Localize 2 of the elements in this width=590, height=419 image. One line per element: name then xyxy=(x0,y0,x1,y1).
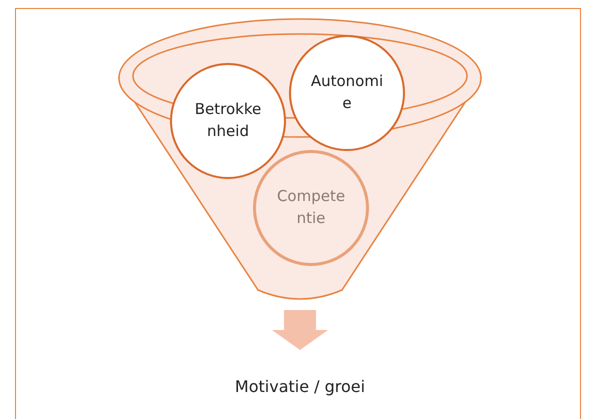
result-label: Motivatie / groei xyxy=(234,377,366,396)
block-arrow xyxy=(272,310,328,350)
